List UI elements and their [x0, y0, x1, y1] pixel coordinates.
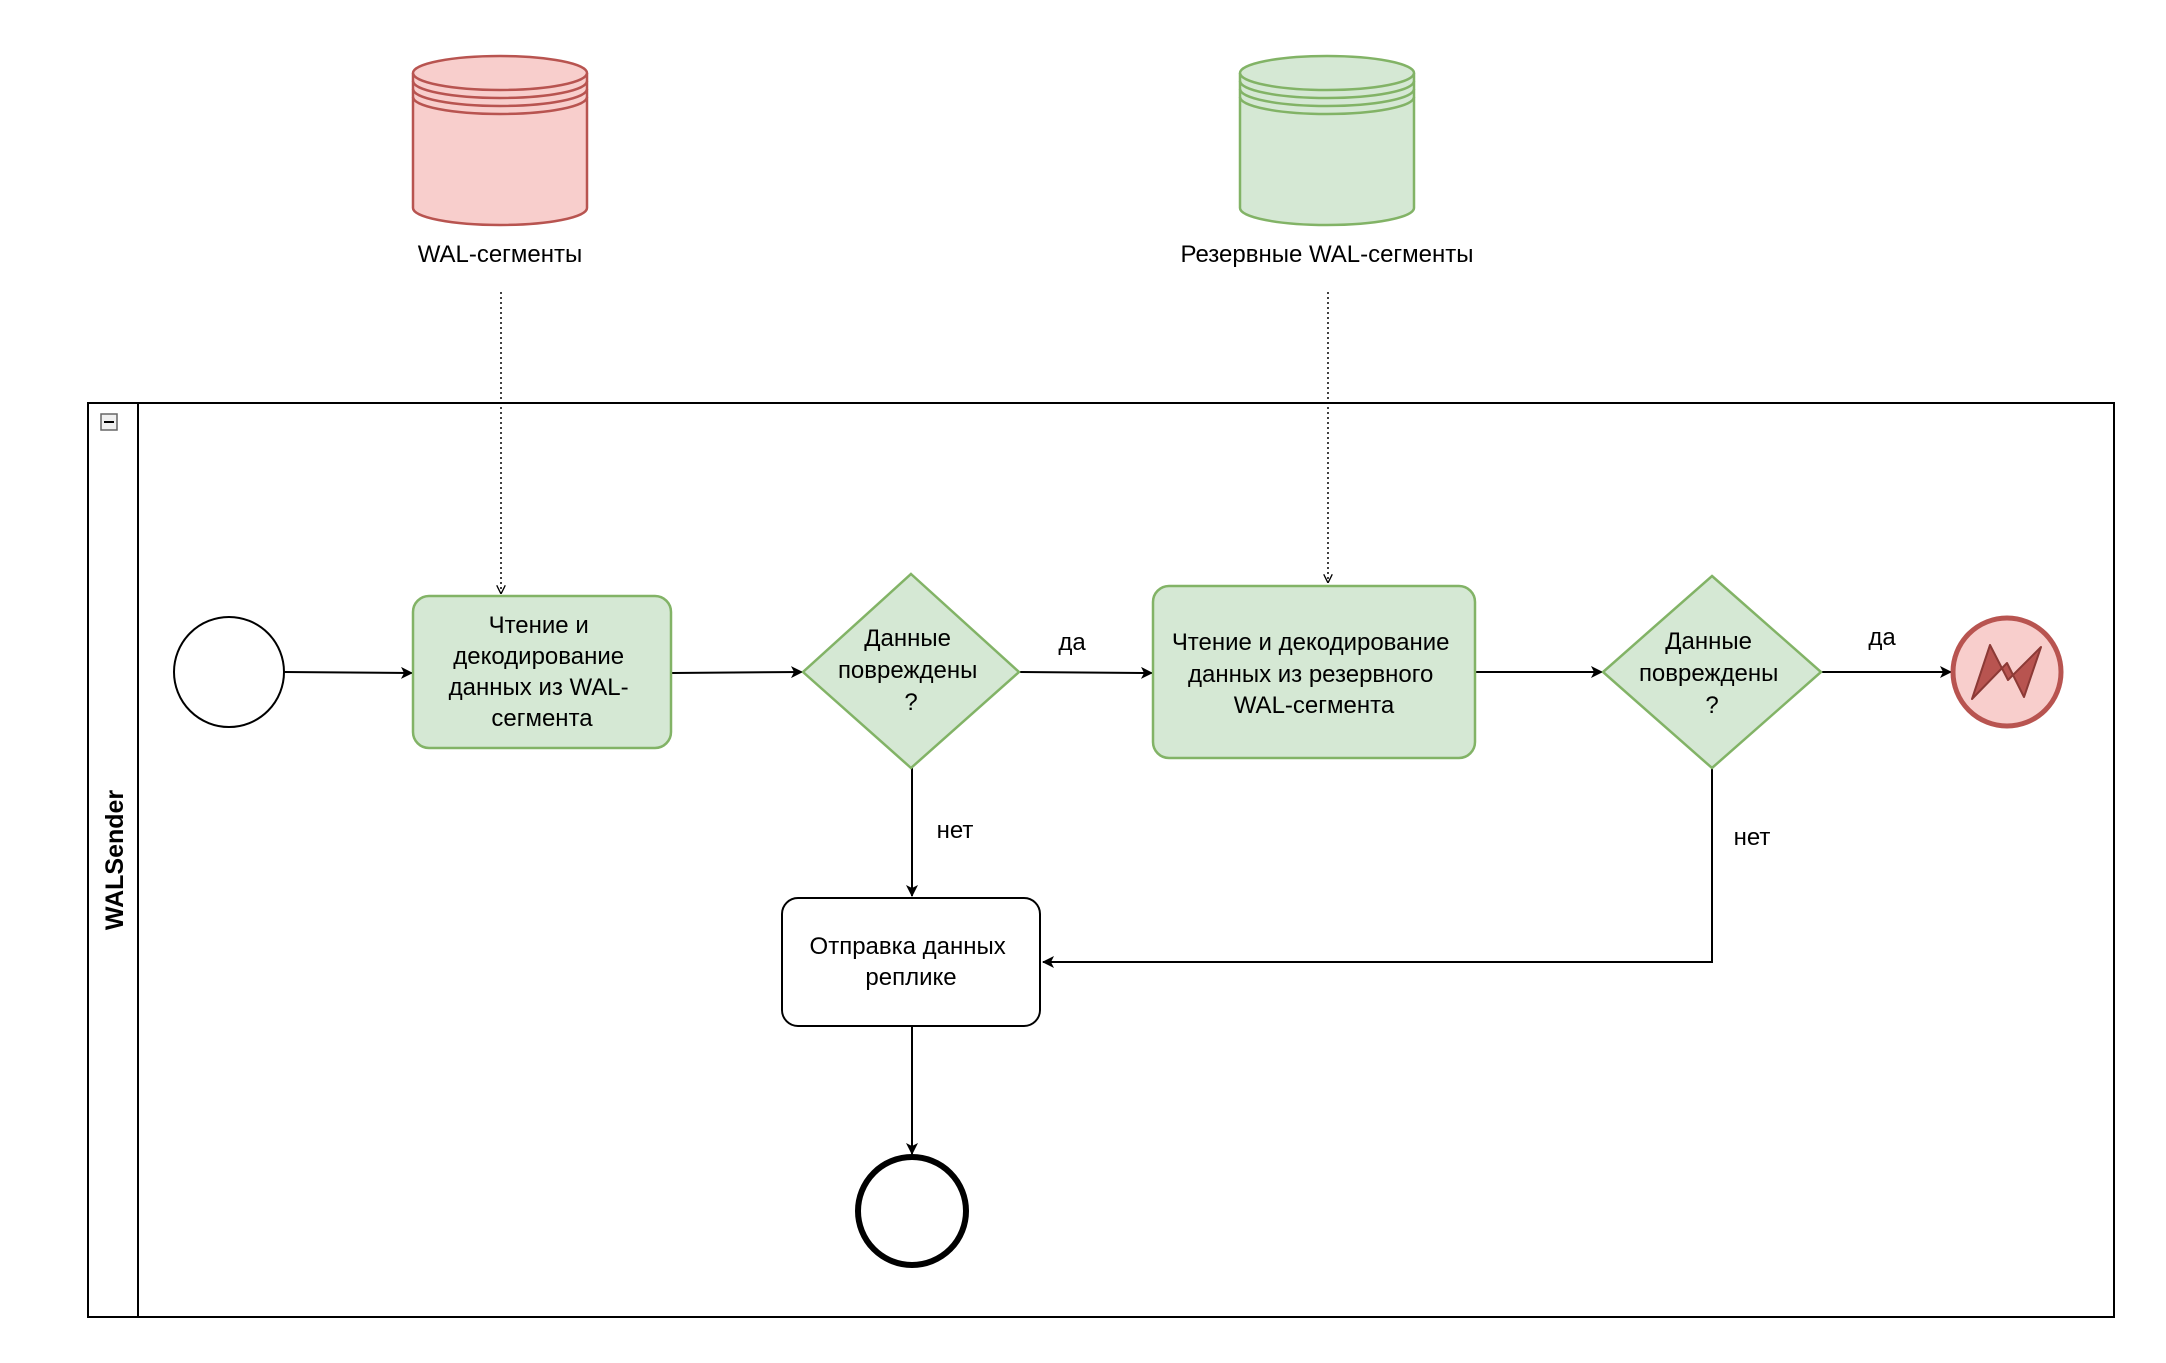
task-send-to-replica[interactable]: Отправка данных реплике [781, 897, 1041, 1027]
collapse-button[interactable] [100, 413, 118, 431]
datastore-label: WAL-сегменты [418, 241, 583, 268]
error-end-event[interactable] [1950, 615, 2064, 729]
lightning-icon [1971, 644, 2042, 700]
flow-read-to-check1 [671, 666, 803, 679]
task-label: Чтение и декодирование данных из резервн… [1172, 629, 1456, 719]
gateway-label: Данные повреждены ? [1639, 628, 1785, 719]
flow-check1-yes [1019, 666, 1153, 679]
start-event[interactable] [173, 616, 285, 728]
edge-label-yes: да [1868, 624, 1896, 651]
datastore-backup-wal-segments[interactable]: Резервные WAL-сегменты [1180, 54, 1474, 268]
datastore-label: Резервные WAL-сегменты [1180, 241, 1473, 268]
task-label: Чтение и декодирование данных из WAL- се… [449, 612, 636, 732]
task-label: Отправка данных реплике [810, 933, 1013, 991]
gateway-label: Данные повреждены ? [838, 625, 984, 716]
pool-walsender: WALSender [87, 402, 2115, 1318]
task-read-backup-wal-segment[interactable]: Чтение и декодирование данных из резервн… [1151, 584, 1477, 760]
flow-check2-no [1042, 768, 1713, 968]
sequence-flows [283, 666, 1952, 1155]
datastore-wal-segments[interactable]: WAL-сегменты [411, 54, 589, 268]
edge-label-no: нет [1734, 824, 1771, 851]
gateway-data-corrupted-2[interactable]: Данные повреждены ? [1601, 574, 1823, 770]
edge-label-no: нет [937, 817, 974, 844]
end-event[interactable] [855, 1154, 969, 1268]
database-icon [1238, 54, 1416, 227]
flow-start-to-read [283, 666, 413, 679]
gateway-data-corrupted-1[interactable]: Данные повреждены ? [801, 572, 1021, 770]
database-icon [411, 54, 589, 227]
edge-label-yes: да [1058, 629, 1086, 656]
task-read-wal-segment[interactable]: Чтение и декодирование данных из WAL- се… [411, 594, 673, 750]
pool-title: WALSender [101, 790, 129, 931]
